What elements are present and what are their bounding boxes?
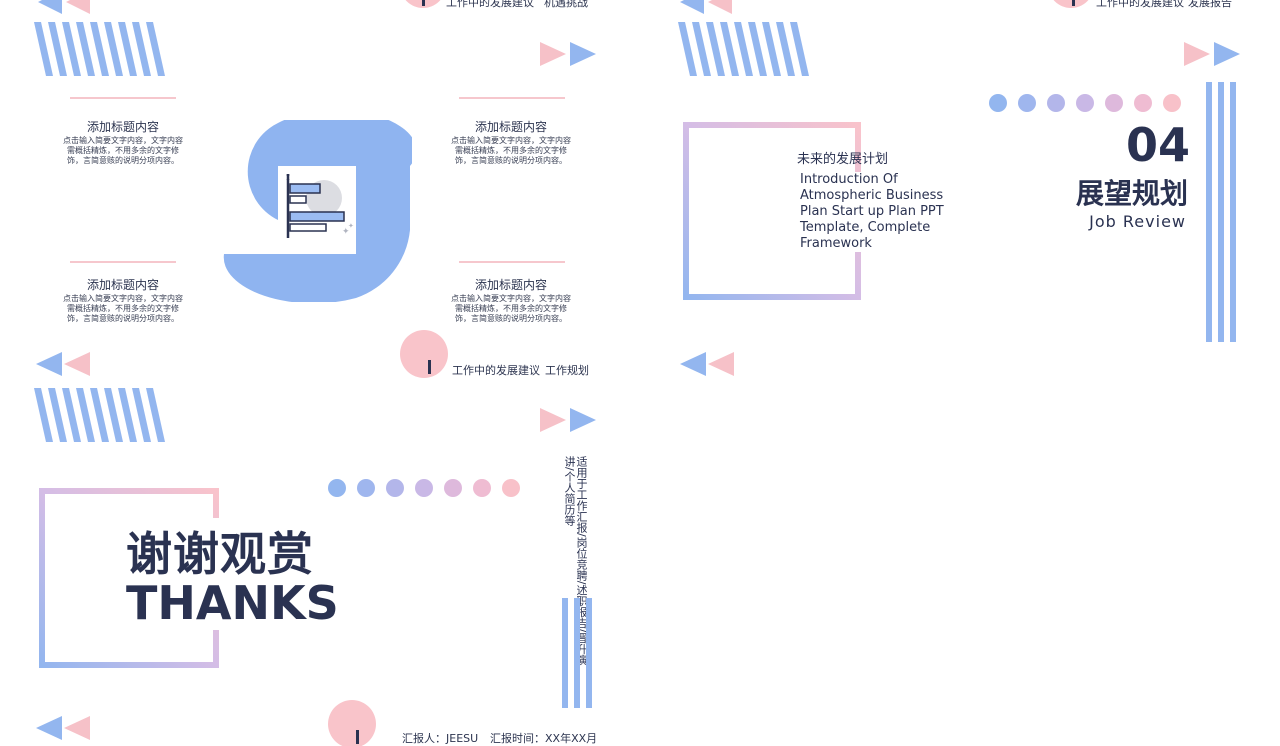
divider-line (70, 97, 176, 99)
section-number: 04 (1125, 118, 1190, 172)
triangle-right-pink-icon (1184, 42, 1210, 66)
dot (328, 479, 346, 497)
dot (1076, 94, 1094, 112)
item-description: 点击输入简要文字内容，文字内容需概括精炼，不用多余的文字修饰，言简意赅的说明分项… (451, 294, 571, 323)
item-description: 点击输入简要文字内容，文字内容需概括精炼，不用多余的文字修饰，言简意赅的说明分项… (63, 136, 183, 165)
divider-line (459, 261, 565, 263)
bar-chart-icon: ✦ ✦ (286, 174, 354, 238)
dot (1105, 94, 1123, 112)
slide-work-suggestions: 工作中的发展建议 机遇挑战 添加标题内容 点击输入简要文字内容，文字内容需概括精… (0, 0, 640, 380)
dot (415, 479, 433, 497)
triangle-left-pink-icon (66, 0, 90, 14)
item-title: 添加标题内容 (474, 120, 547, 134)
circle-marker (422, 0, 425, 6)
dot (1163, 94, 1181, 112)
slide-outlook-plan: 工作中的发展建议 发展报告 (640, 0, 1280, 380)
item-description: 点击输入简要文字内容，文字内容需概括精炼，不用多余的文字修饰，言简意赅的说明分项… (63, 294, 183, 323)
dot (386, 479, 404, 497)
top-caption-2: 机遇挑战 (544, 0, 588, 9)
box-title: 未来的发展计划 (797, 152, 889, 167)
pink-circle (400, 330, 448, 378)
circle-marker (1072, 0, 1075, 6)
pink-circle (1048, 0, 1094, 8)
triangle-left-pink-icon (708, 352, 734, 376)
dot (357, 479, 375, 497)
vertical-bar (1230, 82, 1236, 342)
triangle-left-blue-icon (680, 352, 706, 376)
vertical-bar (574, 598, 580, 708)
dot (444, 479, 462, 497)
divider-line (459, 97, 565, 99)
thanks-title-en: THANKS (126, 576, 339, 630)
triangle-left-pink-icon (64, 352, 90, 376)
item-title: 添加标题内容 (86, 120, 159, 134)
svg-text:✦: ✦ (348, 222, 354, 230)
triangle-right-blue-icon (570, 42, 596, 66)
divider-line (70, 261, 176, 263)
dot (1047, 94, 1065, 112)
footer-caption-2: 工作规划 (545, 364, 589, 377)
box-body: Introduction Of Atmospheric Business Pla… (800, 172, 946, 252)
vertical-bar (562, 598, 568, 708)
top-caption-1: 工作中的发展建议 (446, 0, 534, 9)
triangle-left-pink-icon (708, 0, 732, 14)
circle-marker (356, 730, 359, 744)
section-subtitle: Job Review (1089, 212, 1186, 231)
vertical-bar (1218, 82, 1224, 342)
item-title: 添加标题内容 (474, 278, 547, 292)
top-caption-2: 发展报告 (1188, 0, 1232, 9)
diagonal-stripes (34, 388, 165, 442)
item-title: 添加标题内容 (86, 278, 159, 292)
triangle-right-blue-icon (1214, 42, 1240, 66)
thanks-title-cn: 谢谢观赏 (126, 518, 314, 584)
diagonal-stripes (34, 22, 165, 76)
footer-caption-1: 工作中的发展建议 (452, 364, 540, 377)
triangle-right-pink-icon (540, 42, 566, 66)
triangle-left-pink-icon (64, 716, 90, 740)
section-title: 展望规划 (1075, 177, 1188, 210)
triangle-left-blue-icon (680, 0, 704, 14)
top-caption-1: 工作中的发展建议 (1096, 0, 1184, 9)
circle-marker (428, 360, 431, 374)
report-time: 汇报时间：XX年XX月 (490, 732, 598, 745)
dot (1018, 94, 1036, 112)
triangle-left-blue-icon (38, 0, 62, 14)
dot (473, 479, 491, 497)
triangle-left-blue-icon (36, 716, 62, 740)
reporter: 汇报人：JEESU (402, 732, 479, 745)
triangle-right-pink-icon (540, 408, 566, 432)
triangle-right-blue-icon (570, 408, 596, 432)
dot (989, 94, 1007, 112)
dot (502, 479, 520, 497)
item-description: 点击输入简要文字内容，文字内容需概括精炼，不用多余的文字修饰，言简意赅的说明分项… (451, 136, 571, 165)
pink-circle (328, 700, 376, 746)
diagonal-stripes (678, 22, 809, 76)
triangle-left-blue-icon (36, 352, 62, 376)
vertical-bar (586, 598, 592, 708)
dot (1134, 94, 1152, 112)
slide-thanks: 适用于工作汇报/岗位竞聘/述职报告/晋升演讲/个人简历等 谢谢观赏 THANKS… (0, 380, 640, 746)
vertical-bar (1206, 82, 1212, 342)
svg-text:✦: ✦ (342, 227, 350, 237)
